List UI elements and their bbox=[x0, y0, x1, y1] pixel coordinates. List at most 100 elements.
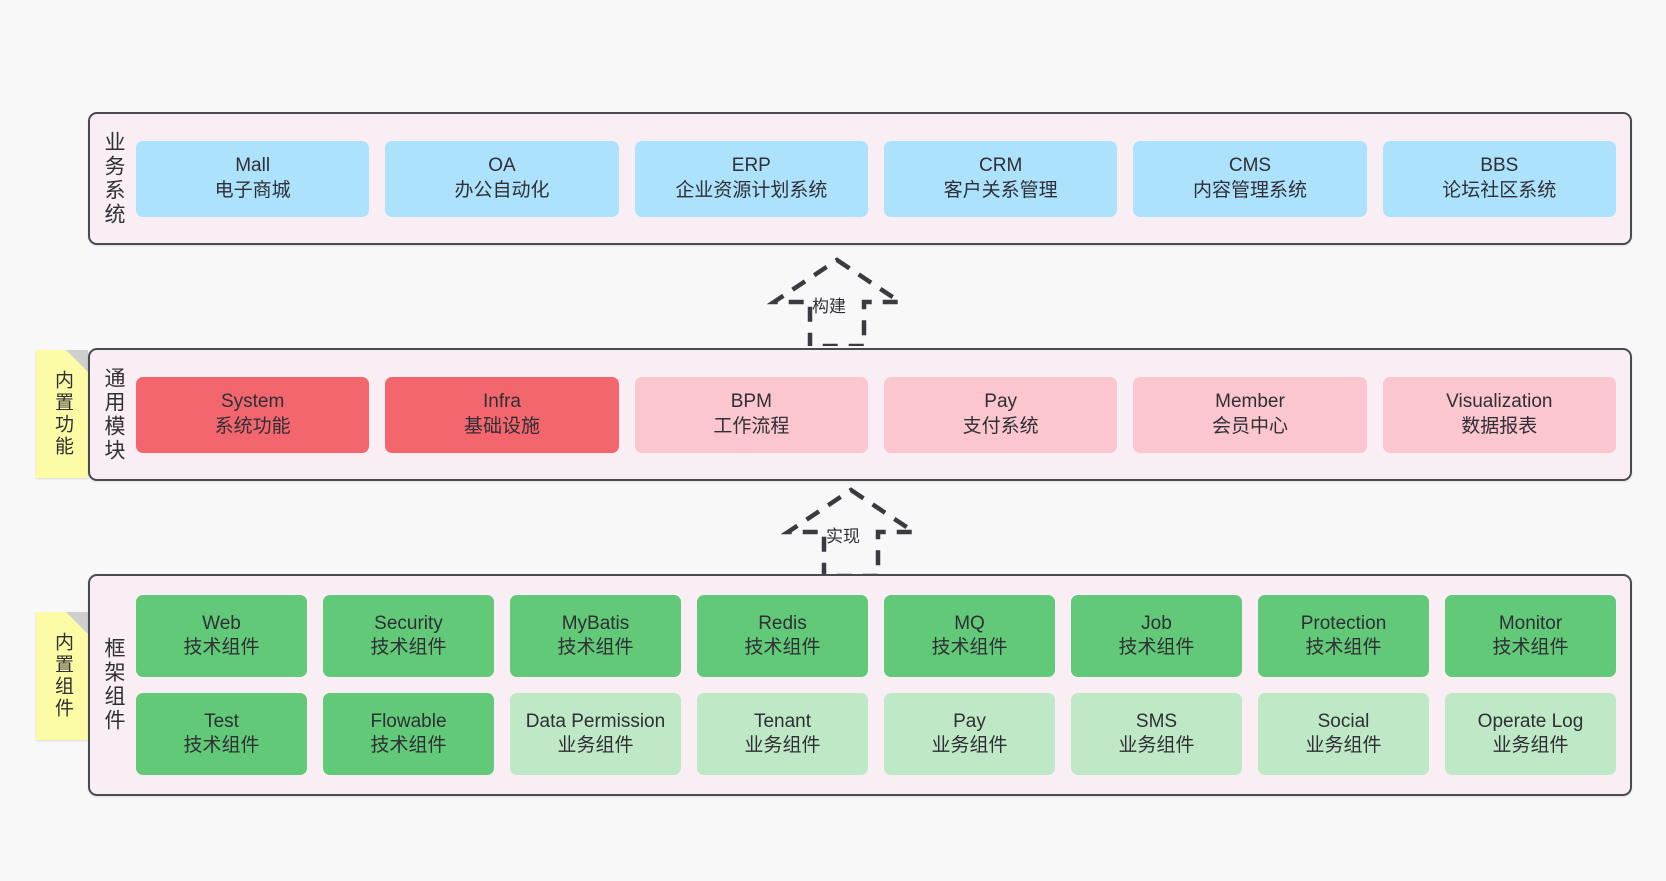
layer-title-common: 通用模块 bbox=[102, 366, 126, 463]
card-subtitle: 支付系统 bbox=[962, 415, 1039, 437]
card-oa[interactable]: OA 办公自动化 bbox=[385, 140, 619, 217]
card-subtitle: 客户关系管理 bbox=[943, 179, 1058, 201]
card-subtitle: 业务组件 bbox=[931, 735, 1008, 756]
card-title: ERP bbox=[731, 155, 771, 177]
sticky-note-builtin-component[interactable]: 内置组件 bbox=[36, 612, 88, 740]
card-title: Job bbox=[1141, 612, 1172, 634]
card-bbs[interactable]: BBS 论坛社区系统 bbox=[1382, 140, 1616, 217]
card-title: BPM bbox=[730, 391, 772, 413]
card-pay-business[interactable]: Pay 业务组件 bbox=[884, 693, 1055, 775]
card-title: Protection bbox=[1300, 612, 1387, 634]
card-flowable[interactable]: Flowable 技术组件 bbox=[323, 693, 494, 775]
card-title: SMS bbox=[1135, 710, 1178, 732]
card-subtitle: 技术组件 bbox=[183, 637, 260, 658]
card-title: Pay bbox=[953, 710, 986, 732]
layer-body-framework: Web 技术组件 Security 技术组件 MyBatis 技术组件 Redi… bbox=[136, 576, 1630, 794]
card-social[interactable]: Social 业务组件 bbox=[1258, 693, 1429, 775]
card-mall[interactable]: Mall 电子商城 bbox=[136, 140, 370, 217]
card-title: MyBatis bbox=[561, 612, 630, 634]
card-job[interactable]: Job 技术组件 bbox=[1071, 595, 1242, 677]
card-subtitle: 基础设施 bbox=[463, 415, 540, 437]
card-bpm[interactable]: BPM 工作流程 bbox=[634, 376, 868, 453]
card-pay[interactable]: Pay 支付系统 bbox=[883, 376, 1118, 453]
card-subtitle: 数据报表 bbox=[1461, 415, 1538, 437]
layer-framework-component[interactable]: 框架组件 Web 技术组件 Security 技术组件 MyBatis 技术组件… bbox=[88, 574, 1632, 796]
card-erp[interactable]: ERP 企业资源计划系统 bbox=[634, 140, 868, 217]
card-subtitle: 业务组件 bbox=[1305, 735, 1382, 756]
card-subtitle: 论坛社区系统 bbox=[1442, 179, 1557, 201]
card-protection[interactable]: Protection 技术组件 bbox=[1258, 595, 1429, 677]
card-title: Visualization bbox=[1446, 391, 1553, 413]
card-test[interactable]: Test 技术组件 bbox=[136, 693, 307, 775]
card-title: Data Permission bbox=[525, 710, 666, 732]
card-mybatis[interactable]: MyBatis 技术组件 bbox=[510, 595, 681, 677]
card-redis[interactable]: Redis 技术组件 bbox=[697, 595, 868, 677]
card-crm[interactable]: CRM 客户关系管理 bbox=[883, 140, 1118, 217]
sticky-note-builtin-function[interactable]: 内置功能 bbox=[36, 350, 88, 478]
card-title: Test bbox=[204, 710, 239, 732]
card-cms[interactable]: CMS 内容管理系统 bbox=[1133, 140, 1367, 217]
card-subtitle: 会员中心 bbox=[1211, 415, 1288, 437]
card-member[interactable]: Member 会员中心 bbox=[1133, 376, 1367, 453]
card-title: Mall bbox=[235, 155, 271, 177]
card-title: CMS bbox=[1228, 155, 1272, 177]
card-subtitle: 内容管理系统 bbox=[1192, 179, 1307, 201]
connector-build-label: 构建 bbox=[812, 297, 846, 316]
note-label: 内置功能 bbox=[51, 370, 73, 458]
card-subtitle: 技术组件 bbox=[557, 637, 634, 658]
note-label: 内置组件 bbox=[51, 632, 73, 720]
framework-business-row: Test 技术组件 Flowable 技术组件 Data Permission … bbox=[136, 693, 1616, 775]
card-visualization[interactable]: Visualization 数据报表 bbox=[1382, 376, 1616, 453]
card-subtitle: 业务组件 bbox=[557, 735, 634, 756]
card-subtitle: 技术组件 bbox=[370, 735, 447, 756]
note-fold-icon bbox=[66, 350, 88, 372]
card-title: CRM bbox=[979, 155, 1023, 177]
card-monitor[interactable]: Monitor 技术组件 bbox=[1445, 595, 1616, 677]
business-card-row: Mall 电子商城 OA 办公自动化 ERP 企业资源计划系统 CRM 客户关系… bbox=[136, 140, 1616, 217]
card-subtitle: 技术组件 bbox=[1492, 637, 1569, 658]
card-infra[interactable]: Infra 基础设施 bbox=[385, 376, 619, 453]
card-data-permission[interactable]: Data Permission 业务组件 bbox=[510, 693, 681, 775]
card-title: Monitor bbox=[1498, 612, 1563, 634]
card-title: Infra bbox=[482, 391, 521, 413]
framework-tech-row: Web 技术组件 Security 技术组件 MyBatis 技术组件 Redi… bbox=[136, 595, 1616, 677]
card-title: Operate Log bbox=[1477, 710, 1584, 732]
layer-body-business: Mall 电子商城 OA 办公自动化 ERP 企业资源计划系统 CRM 客户关系… bbox=[136, 114, 1630, 243]
card-tenant[interactable]: Tenant 业务组件 bbox=[697, 693, 868, 775]
layer-title-framework: 框架组件 bbox=[102, 637, 126, 733]
card-subtitle: 业务组件 bbox=[1492, 735, 1569, 756]
card-subtitle: 电子商城 bbox=[214, 179, 291, 201]
card-title: Pay bbox=[984, 391, 1018, 413]
card-title: BBS bbox=[1480, 155, 1519, 177]
card-title: Social bbox=[1317, 710, 1370, 732]
card-security[interactable]: Security 技术组件 bbox=[323, 595, 494, 677]
card-sms[interactable]: SMS 业务组件 bbox=[1071, 693, 1242, 775]
card-title: OA bbox=[488, 155, 516, 177]
card-title: Web bbox=[202, 612, 241, 634]
card-operate-log[interactable]: Operate Log 业务组件 bbox=[1445, 693, 1616, 775]
card-title: Redis bbox=[758, 612, 807, 634]
card-subtitle: 企业资源计划系统 bbox=[675, 179, 828, 201]
layer-common-module[interactable]: 通用模块 System 系统功能 Infra 基础设施 BPM 工作流程 Pay bbox=[88, 348, 1632, 481]
card-system[interactable]: System 系统功能 bbox=[136, 376, 370, 453]
card-title: System bbox=[220, 391, 285, 413]
card-subtitle: 技术组件 bbox=[931, 637, 1008, 658]
card-mq[interactable]: MQ 技术组件 bbox=[884, 595, 1055, 677]
layer-title-business: 业务系统 bbox=[102, 130, 126, 227]
card-subtitle: 技术组件 bbox=[744, 637, 821, 658]
card-subtitle: 技术组件 bbox=[1305, 637, 1382, 658]
card-title: MQ bbox=[954, 612, 985, 634]
card-subtitle: 技术组件 bbox=[370, 637, 447, 658]
card-title: Security bbox=[374, 612, 443, 634]
card-web[interactable]: Web 技术组件 bbox=[136, 595, 307, 677]
card-subtitle: 业务组件 bbox=[1118, 735, 1195, 756]
card-title: Tenant bbox=[753, 710, 812, 732]
common-card-row: System 系统功能 Infra 基础设施 BPM 工作流程 Pay 支付系统… bbox=[136, 376, 1616, 453]
layer-body-common: System 系统功能 Infra 基础设施 BPM 工作流程 Pay 支付系统… bbox=[136, 350, 1630, 479]
connector-implement-label: 实现 bbox=[826, 527, 860, 546]
card-subtitle: 工作流程 bbox=[713, 415, 790, 437]
card-subtitle: 技术组件 bbox=[183, 735, 260, 756]
card-subtitle: 技术组件 bbox=[1118, 637, 1195, 658]
layer-business-system[interactable]: 业务系统 Mall 电子商城 OA 办公自动化 ERP 企业资源计划系统 CRM bbox=[88, 112, 1632, 245]
